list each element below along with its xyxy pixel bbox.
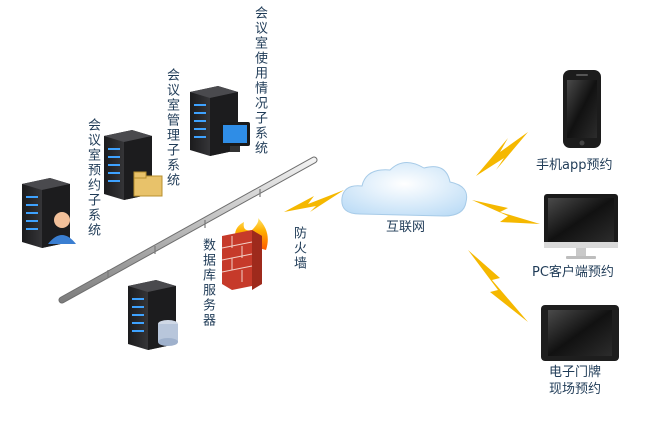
booking-subsystem-label: 会议室预约子系统 [85,118,100,238]
tablet-icon [541,305,619,361]
smartphone-icon [563,70,601,148]
server-with-folder-icon [104,130,163,200]
doorplate-label-line2: 现场预约 [549,382,602,397]
doorplate-label: 电子门牌 现场预约 [549,364,601,398]
firewall-icon [221,218,268,290]
cloud-icon [341,162,468,217]
mobile-app-label: 手机app预约 [536,158,613,173]
firewall-label: 防火墙 [291,226,306,271]
server-with-user-icon [22,178,76,248]
usage-subsystem-label: 会议室使用情况子系统 [252,6,267,156]
database-server-label: 数据库服务器 [200,238,215,328]
doorplate-label-line1: 电子门牌 [549,365,602,380]
lightning-bolt-icon [284,132,540,322]
server-with-database-icon [128,280,178,350]
desktop-monitor-icon [544,194,618,259]
server-with-monitor-icon [190,86,250,156]
network-bus [58,156,318,304]
management-subsystem-label: 会议室管理子系统 [164,68,179,188]
internet-label: 互联网 [386,220,426,235]
pc-client-label: PC客户端预约 [532,265,614,280]
